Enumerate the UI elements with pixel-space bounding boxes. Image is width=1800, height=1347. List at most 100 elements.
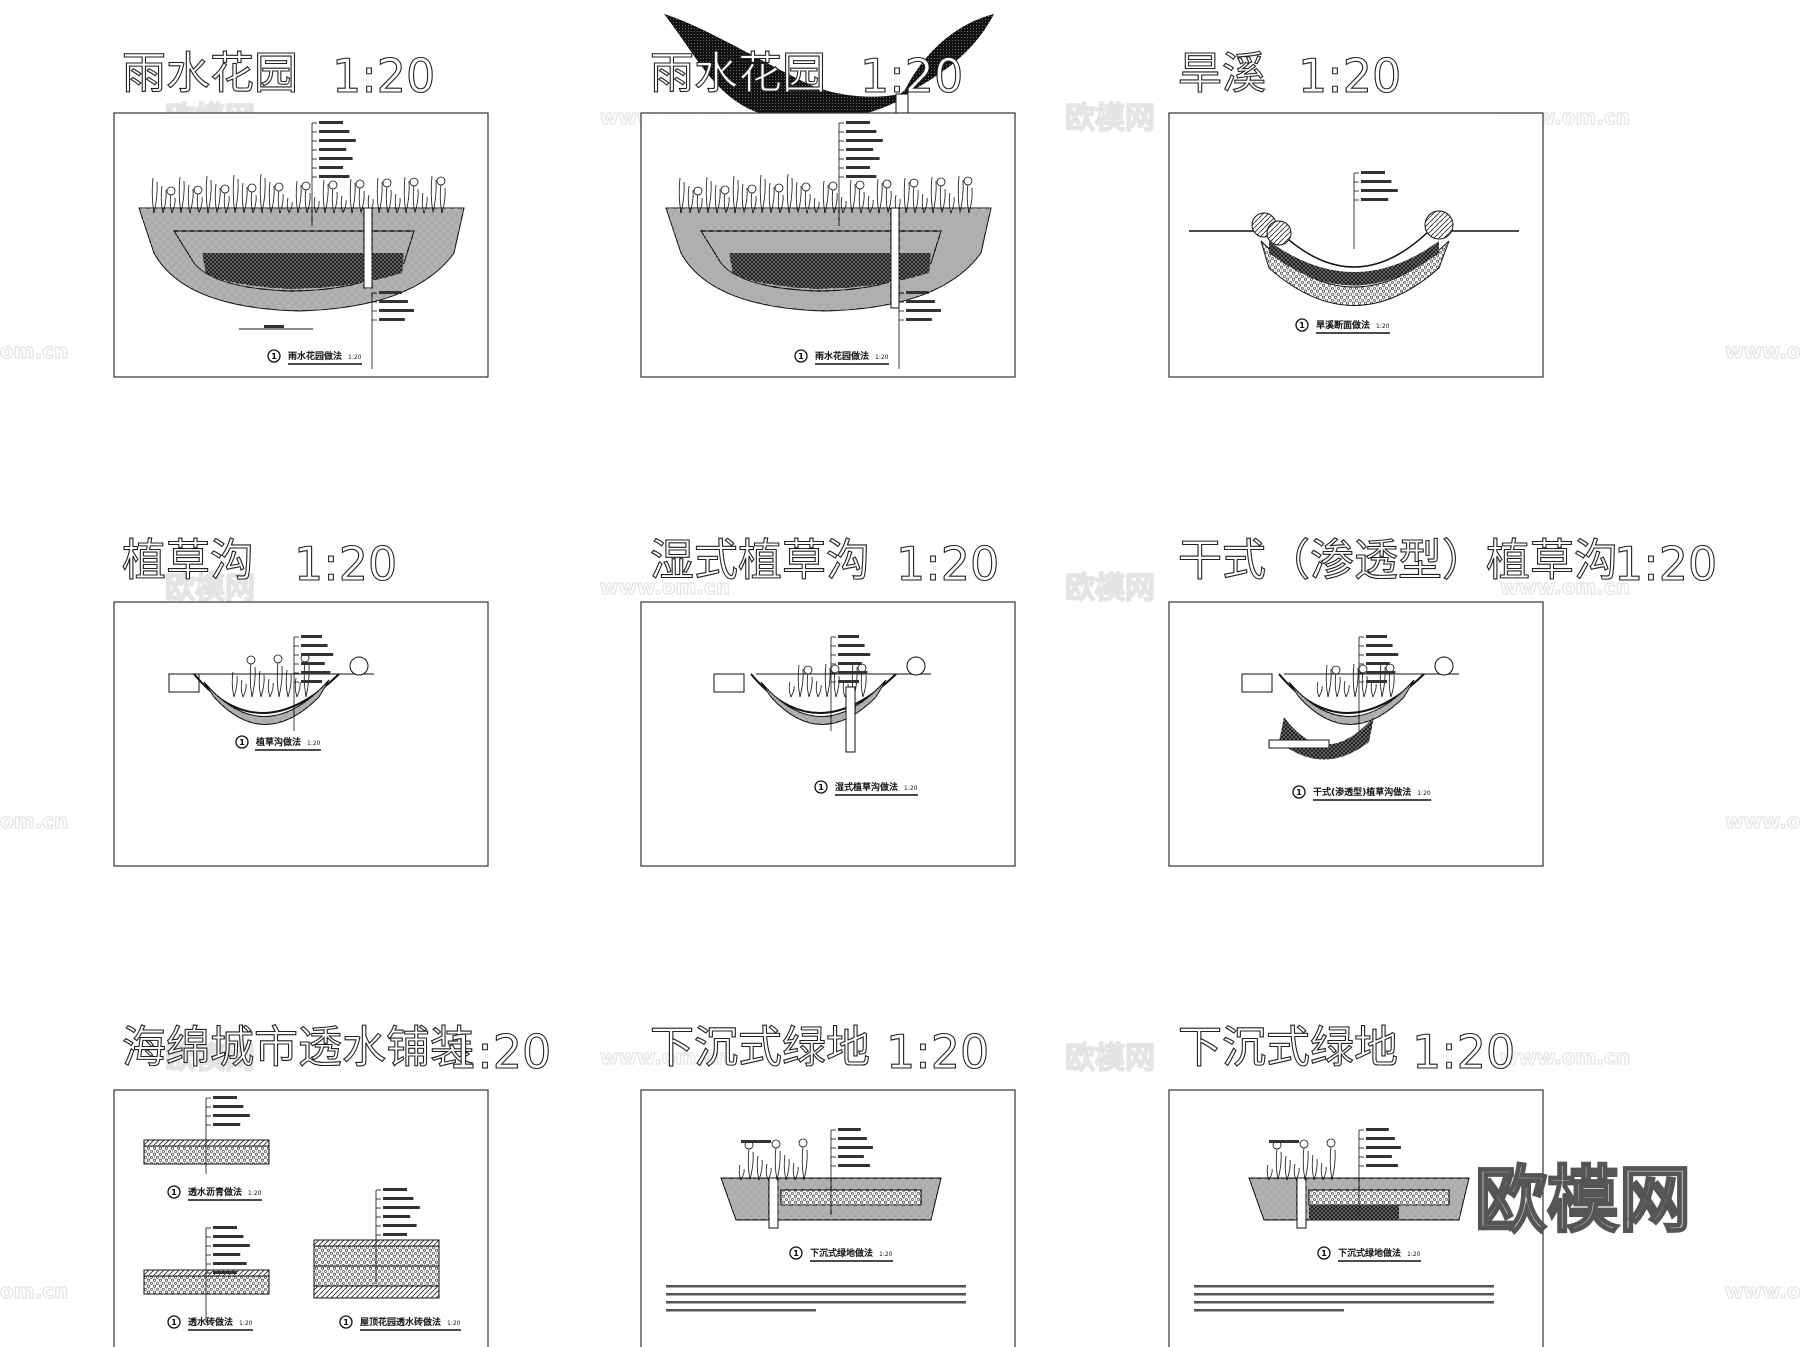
leader-note [838,671,868,674]
panel-frame [113,1089,489,1347]
note-label [741,1140,771,1143]
leaf-graphic [664,14,994,120]
detail-number: 1 [271,352,277,361]
curb [713,673,745,693]
detail-caption: 透水沥青做法 [188,1186,242,1198]
leader-note [846,148,874,151]
detail-caption: 干式(渗透型)植草沟做法 [1313,786,1411,798]
panel-scale: 1:20 [448,1025,551,1079]
watermark-url: www.om.cn [1500,1045,1630,1069]
leader-note [1366,1128,1389,1131]
leader-note [319,121,343,124]
plant [304,188,311,214]
gravel-layer [729,253,931,289]
watermark-url: www.om.cn [1725,809,1800,833]
plant [738,1164,745,1181]
plant [241,182,248,214]
watermark-logo: 欧模网 [165,571,255,606]
flower [436,176,446,186]
flower [382,178,392,188]
plant [921,193,928,214]
plant [232,174,239,214]
leader-note [379,291,402,294]
plant [1325,664,1332,698]
leader-note [213,1226,237,1229]
detail-number: 1 [1299,321,1305,330]
leader-note [213,1244,250,1247]
general-note-line [1194,1285,1494,1288]
detail-number: 1 [239,738,245,747]
leader-note [301,671,331,674]
roof-layer [313,1285,440,1299]
flower [1358,664,1368,674]
leader-note [1366,1155,1392,1158]
panel-scale: 1:20 [332,49,435,103]
plant [1275,1147,1282,1181]
plant [788,681,795,698]
leader-note [1361,189,1398,192]
leader-note [1361,198,1389,201]
perforated-pipe [1268,739,1330,749]
panel-title: 湿式植草沟 [650,535,870,586]
leader-note [379,318,405,321]
plant [1343,680,1350,698]
flower [803,665,813,675]
leader-note [301,635,322,638]
gravel-layer [1279,717,1374,760]
detail-number: 1 [171,1318,177,1327]
plant [196,192,203,214]
leader-note [906,300,935,303]
panel-title: 雨水花园 [650,48,826,99]
stone-layer [1269,241,1439,286]
detail-caption-scale: 1:20 [447,1320,461,1327]
flower [720,185,730,195]
plant [394,193,401,214]
plant [824,663,831,698]
plant [258,670,265,698]
leader-note [301,653,334,656]
watermark-url: www.om.cn [600,1045,730,1069]
detail-caption: 下沉式绿地做法 [1338,1247,1401,1259]
plant [1316,681,1323,698]
leader-note [213,1253,241,1256]
plant [295,180,302,214]
gravel-layer [1308,1189,1450,1206]
plant [1352,663,1359,698]
plant [723,192,730,214]
leader-note [838,653,871,656]
plant [705,176,712,214]
plant [1320,1162,1327,1181]
leader-note [1366,635,1387,638]
leader-note [379,300,408,303]
leader-note [213,1235,244,1238]
general-note-line [1194,1309,1344,1312]
plant [806,672,813,698]
leader-note [301,662,325,665]
leader-note [846,139,883,142]
drain-pipe [845,686,856,753]
detail-number-circle [794,349,808,363]
overflow-pipe [363,207,373,289]
leader-note [1366,644,1393,647]
panel-title: 海绵城市透水铺装 [122,1022,474,1073]
plant [160,185,167,214]
leader-note [1366,1146,1401,1149]
plant [867,195,874,214]
detail-caption: 旱溪断面做法 [1316,319,1370,331]
plant [403,176,410,214]
flower [246,655,256,665]
panel-scale: 1:20 [886,1025,989,1079]
plant [885,186,892,214]
general-note-line [666,1301,966,1304]
leader-note [838,662,862,665]
flower [1385,663,1395,673]
panel-scale: 1:20 [1412,1025,1515,1079]
panel-title: 下沉式绿地 [650,1022,870,1073]
panel-title: 下沉式绿地 [1178,1022,1398,1073]
plant [747,1147,754,1181]
plant [331,187,338,214]
general-note-line [666,1309,816,1312]
leader-note [319,139,356,142]
